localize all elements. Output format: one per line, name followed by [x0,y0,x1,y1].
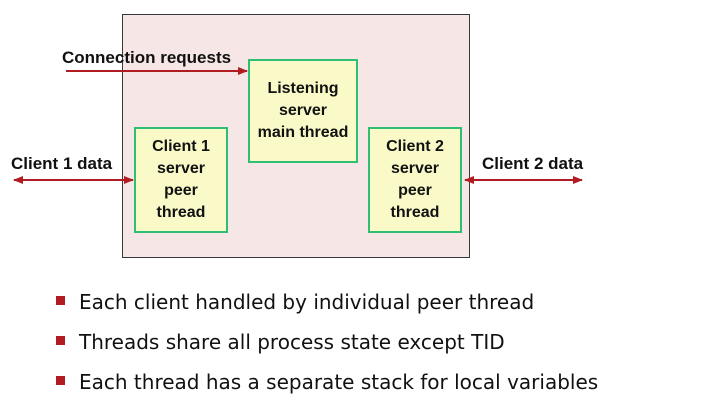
client1-data-label: Client 1 data [11,154,113,173]
thread-label-line: Client 2 [386,138,444,155]
bullet-square-icon [56,295,65,305]
client1-server-peer-thread: Client 1 server peer thread [134,127,228,233]
bullet-text: Each thread has a separate stack for loc… [79,370,599,394]
bullet-square-icon [56,335,65,345]
bullet-list: Each client handled by individual peer t… [56,282,598,402]
bullet-item: Each client handled by individual peer t… [56,282,598,322]
thread-label-line: peer [164,182,198,199]
thread-label-line: server [278,102,328,119]
thread-label-line: peer [398,182,432,199]
client2-data-label: Client 2 data [482,154,584,173]
listening-server-main-thread: Listening server main thread [248,59,358,163]
bullet-text: Threads share all process state except T… [79,330,505,354]
bullet-item: Threads share all process state except T… [56,322,598,362]
client2-server-peer-thread: Client 2 server peer thread [368,127,462,233]
thread-label-line: Listening [267,80,339,97]
bullet-item: Each thread has a separate stack for loc… [56,362,598,402]
thread-label-line: server [390,160,440,177]
thread-label-line: thread [390,204,440,221]
connection-requests-label: Connection requests [62,48,232,67]
thread-label-line: thread [156,204,206,221]
thread-label-line: main thread [257,124,349,141]
bullet-text: Each client handled by individual peer t… [79,290,535,314]
thread-label-line: server [156,160,206,177]
bullet-square-icon [56,375,65,385]
thread-label-line: Client 1 [152,138,210,155]
